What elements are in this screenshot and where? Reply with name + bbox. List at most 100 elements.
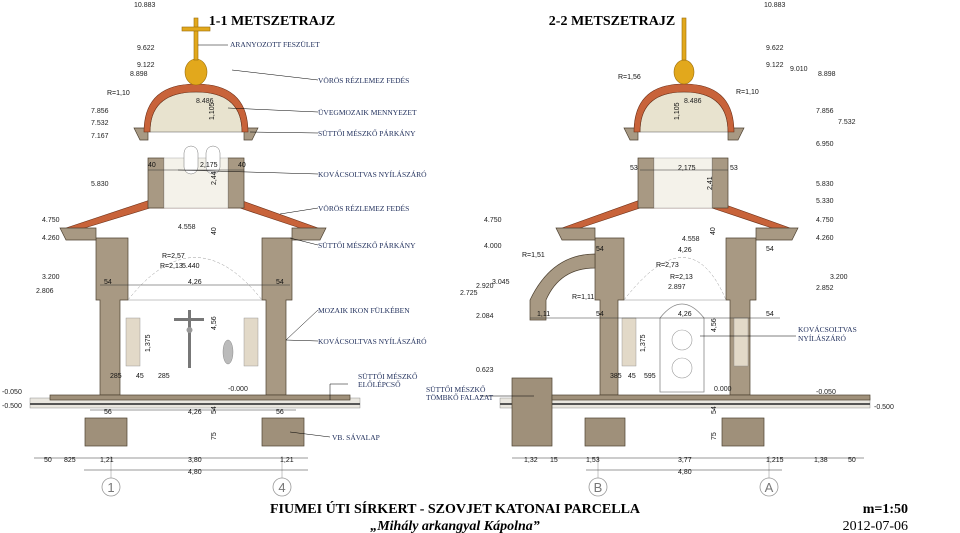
cornice-left-b bbox=[291, 227, 327, 241]
radius-label: R=2,13 bbox=[670, 274, 693, 281]
level-left: 9.122 bbox=[137, 62, 155, 69]
cross-vertical-left bbox=[193, 17, 199, 61]
note-strip-foundation: VB. SÁVALAP bbox=[332, 432, 380, 442]
bottom-dim: 4,80 bbox=[678, 469, 692, 476]
level-mid: 0.623 bbox=[476, 367, 494, 374]
level-mid: 8.486 bbox=[196, 98, 214, 105]
bottom-dim: 1,215 bbox=[766, 457, 784, 464]
level-mid: -0.000 bbox=[228, 386, 248, 393]
drum-window-left-b bbox=[205, 145, 221, 175]
bottom-dimensions-left: 50 825 1,21 3,80 1,21 4,80 bbox=[34, 457, 308, 476]
cross-horizontal-left bbox=[181, 26, 211, 32]
radius-label: 5.440 bbox=[182, 263, 200, 270]
note-limestone-cornice-upper: SÜTTŐI MÉSZKŐ PÁRKÁNY bbox=[318, 128, 416, 138]
level-mid: 2.084 bbox=[476, 313, 494, 320]
inner-dim: 53 bbox=[730, 165, 738, 172]
level-right: 7.856 bbox=[816, 108, 834, 115]
inner-dim: 1,105 bbox=[209, 102, 216, 120]
cornice-right-a bbox=[555, 227, 596, 241]
dome-copper-left bbox=[143, 83, 249, 133]
note-iron-window-lower: KOVÁCSOLTVAS NYÍLÁSZÁRÓ bbox=[318, 336, 427, 346]
note-limestone-block-2: TÖMBKŐ FALAZAT bbox=[426, 392, 494, 402]
drum-wall-right-a bbox=[637, 157, 655, 209]
axis-label-1: 1 bbox=[107, 480, 114, 495]
floor-slab-left bbox=[30, 403, 360, 405]
note-iron-window-right-1: KOVÁCSOLTVAS bbox=[798, 324, 857, 334]
bottom-dim: 1,38 bbox=[814, 457, 828, 464]
inner-dim: 4,26 bbox=[188, 279, 202, 286]
bottom-dim: 1,21 bbox=[280, 457, 294, 464]
note-iron-window-upper: KOVÁCSOLTVAS NYÍLÁSZÁRÓ bbox=[318, 169, 427, 179]
leader-4 bbox=[177, 169, 319, 175]
level-mid: 0.000 bbox=[714, 386, 732, 393]
bottom-dim: 1,53 bbox=[586, 457, 600, 464]
inner-dim: 595 bbox=[644, 373, 656, 380]
level-right: 9.122 bbox=[766, 62, 784, 69]
level-left: 7.532 bbox=[91, 120, 109, 127]
inner-dim: 4,26 bbox=[188, 409, 202, 416]
cornice-left-a bbox=[59, 227, 97, 241]
radius-label: R=2,13 bbox=[160, 263, 183, 270]
level-right: 3.200 bbox=[830, 274, 848, 281]
leader-2 bbox=[227, 107, 319, 113]
leader-lines bbox=[177, 44, 796, 438]
inner-dimensions: 40 2,175 40 2,44 1,105 40 54 4,26 54 4,5… bbox=[90, 102, 780, 440]
inner-dim: 4,56 bbox=[211, 316, 218, 330]
level-right: 6.950 bbox=[816, 141, 834, 148]
level-right: 9.622 bbox=[766, 45, 784, 52]
niche-right-b bbox=[733, 317, 749, 367]
axis-label-a: A bbox=[765, 480, 774, 495]
leader-9 bbox=[329, 383, 348, 400]
crucifix-figure bbox=[174, 310, 204, 368]
level-left: -0.500 bbox=[2, 403, 22, 410]
level-right: 4.750 bbox=[816, 217, 834, 224]
note-copper-roof-upper: VÖRÖS RÉZLEMEZ FEDÉS bbox=[318, 75, 409, 85]
inner-dim: 56 bbox=[104, 409, 112, 416]
inner-dim: 54 bbox=[766, 311, 774, 318]
note-front-step: ELŐLÉPCSŐ bbox=[358, 379, 401, 389]
cornice-right-b bbox=[755, 227, 799, 241]
note-glass-mosaic-ceiling: ÜVEGMOZAIK MENNYEZET bbox=[318, 108, 417, 117]
inner-dim: 285 bbox=[158, 373, 170, 380]
level-left: 7.856 bbox=[91, 108, 109, 115]
inner-dim: 53 bbox=[630, 165, 638, 172]
note-limestone-block-1: SÜTTŐI MÉSZKŐ bbox=[426, 384, 486, 394]
level-mid: 2.920 bbox=[476, 283, 494, 290]
bottom-dim: 825 bbox=[64, 457, 76, 464]
level-left: -0.050 bbox=[2, 389, 22, 396]
level-right: 4.260 bbox=[816, 235, 834, 242]
level-right: 5.330 bbox=[816, 198, 834, 205]
level-mid: 4.000 bbox=[484, 243, 502, 250]
levels-left: 10.883 9.622 9.122 8.898 7.856 7.532 7.1… bbox=[2, 2, 156, 410]
section-1-1: 1 4 bbox=[29, 17, 361, 497]
inner-dim: 45 bbox=[136, 373, 144, 380]
footing-left-a bbox=[84, 417, 128, 447]
footing-right-b bbox=[721, 417, 765, 447]
levels-mid: 4.750 4.000 3.045 2.920 2.725 2.084 0.62… bbox=[178, 98, 732, 393]
side-block-right bbox=[511, 377, 553, 447]
section-title-2-2: 2-2 METSZETRAJZ bbox=[549, 14, 675, 29]
gilded-orb-right bbox=[673, 59, 695, 85]
leader-11 bbox=[289, 431, 331, 438]
bottom-dim: 50 bbox=[44, 457, 52, 464]
footing-left-b bbox=[261, 417, 305, 447]
levels-right: 10.883 9.622 9.122 9.010 8.898 7.856 7.5… bbox=[764, 2, 894, 411]
level-left: 10.883 bbox=[134, 2, 156, 9]
inner-dim: 54 bbox=[596, 246, 604, 253]
radius-label: R=1,10 bbox=[107, 90, 130, 97]
dome-copper-right bbox=[633, 83, 735, 133]
inner-dim: 54 bbox=[276, 279, 284, 286]
level-left: 2.806 bbox=[36, 288, 54, 295]
note-limestone-cornice-lower: SÜTTŐI MÉSZKŐ PÁRKÁNY bbox=[318, 240, 416, 250]
bottom-dim: 1,32 bbox=[524, 457, 538, 464]
bottom-dim: 1,21 bbox=[100, 457, 114, 464]
level-left: 4.260 bbox=[42, 235, 60, 242]
level-right: 10.883 bbox=[764, 2, 786, 9]
inner-dim: 75 bbox=[211, 432, 218, 440]
statue-figure bbox=[222, 339, 234, 365]
footer-subtitle: „Mihály arkangyal Kápolna” bbox=[370, 519, 540, 533]
wall-left-outer bbox=[95, 237, 129, 396]
inner-dim: 2,41 bbox=[707, 176, 714, 190]
niche-right-a bbox=[621, 317, 637, 367]
